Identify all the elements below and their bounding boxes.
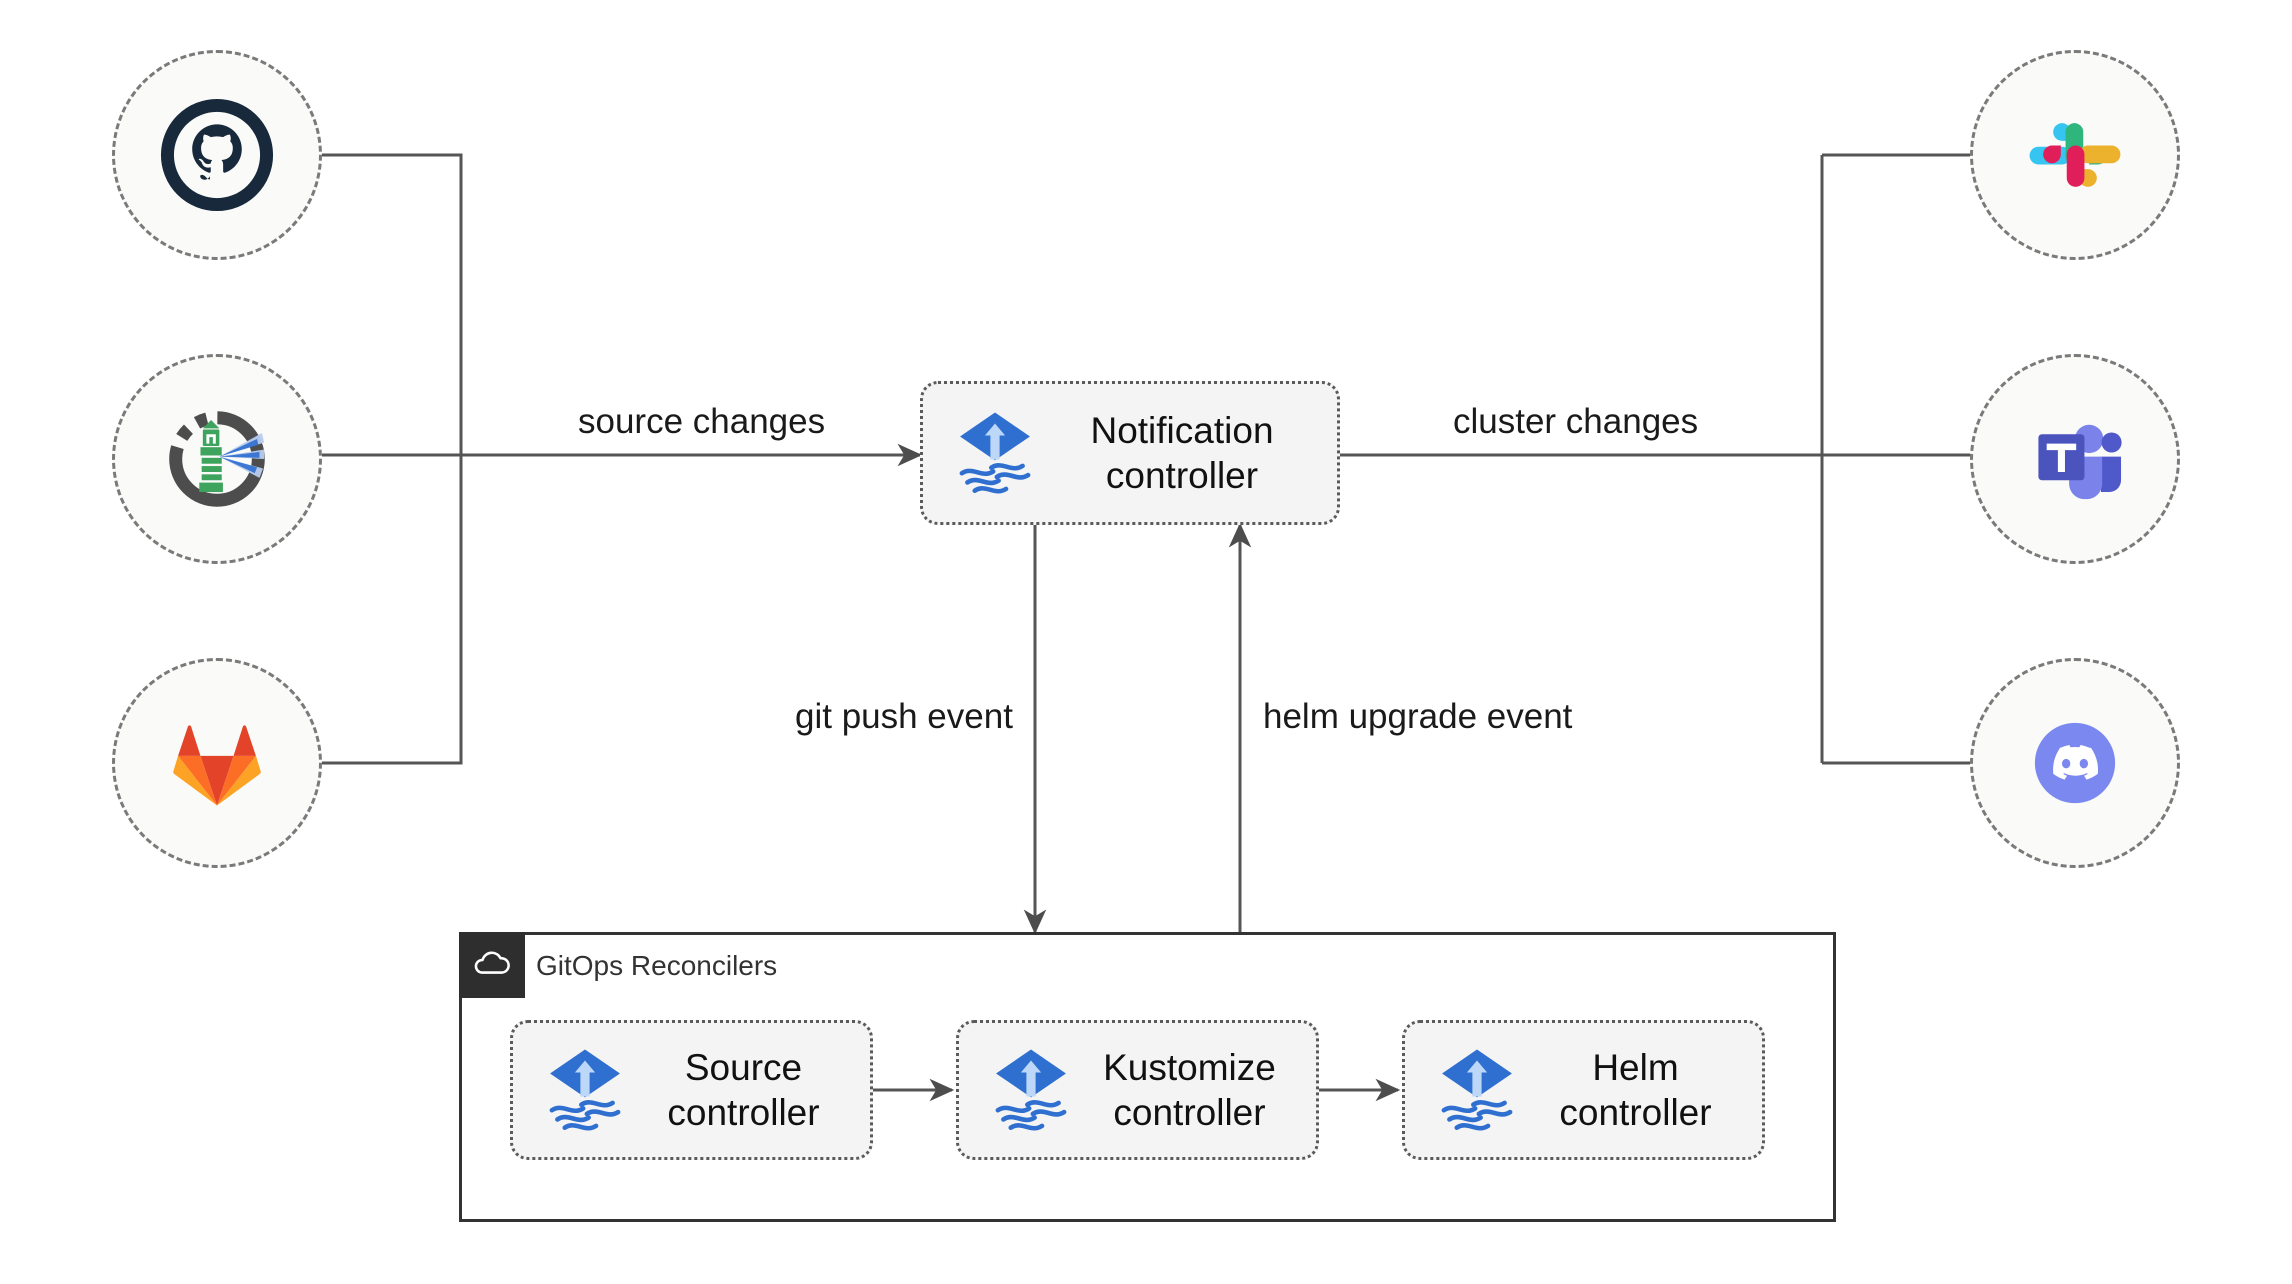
flux-logo-icon [959,412,1031,494]
flux-logo-icon [995,1049,1067,1131]
edge-label-source-changes: source changes [578,402,826,441]
source-node-gitlab[interactable] [112,658,322,868]
edge-label-cluster-changes: cluster changes [1453,402,1699,441]
gitlab-icon [173,725,261,806]
helm-controller-box[interactable]: Helm controller [1402,1020,1765,1160]
source-node-github[interactable] [112,50,322,260]
source-node-bucket[interactable] [112,354,322,564]
gitops-reconcilers-tab [459,932,525,998]
github-icon [160,98,274,212]
microsoft-teams-icon [2038,424,2122,500]
destination-node-teams[interactable] [1970,354,2180,564]
notification-controller-box[interactable]: Notification controller [920,381,1340,525]
gitops-reconcilers-group [459,932,1836,1222]
destination-node-discord[interactable] [1970,658,2180,868]
flux-logo-icon [549,1049,621,1131]
edge-label-git-push-event: git push event [795,697,1013,736]
cloud-icon [474,951,510,974]
gitops-reconcilers-title: GitOps Reconcilers [536,950,778,981]
discord-icon [2034,722,2116,804]
source-controller-label: Source controller [667,1046,820,1133]
flux-logo-icon [1441,1049,1513,1131]
bucket-lighthouse-icon [169,411,265,507]
helm-controller-label: Helm controller [1559,1046,1712,1133]
source-controller-box[interactable]: Source controller [510,1020,873,1160]
slack-icon [2029,123,2121,187]
destination-node-slack[interactable] [1970,50,2180,260]
notification-controller-label: Notification controller [1090,409,1274,496]
kustomize-controller-label: Kustomize controller [1103,1046,1276,1133]
kustomize-controller-box[interactable]: Kustomize controller [956,1020,1319,1160]
edge-label-helm-upgrade-event: helm upgrade event [1263,697,1573,736]
